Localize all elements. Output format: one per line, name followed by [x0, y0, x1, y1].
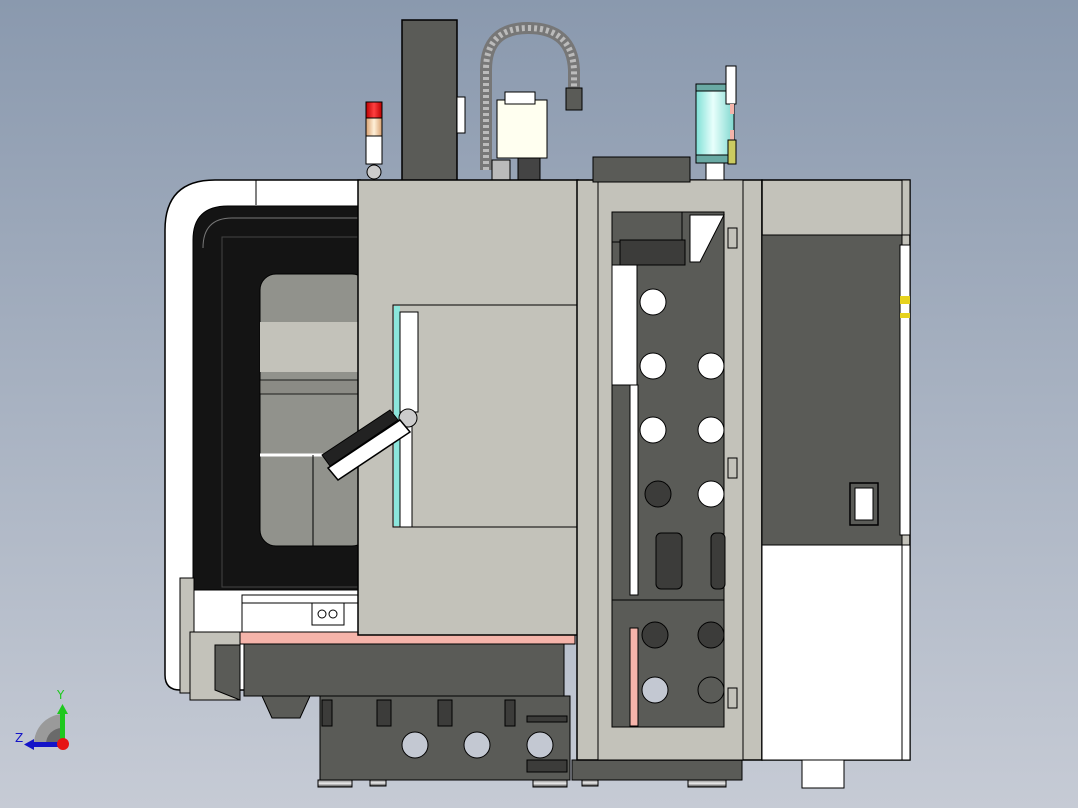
air-cylinder [592, 65, 737, 183]
machine-base [317, 695, 743, 788]
signal-tower [365, 101, 383, 180]
y-axis-label: Y [57, 688, 65, 702]
cabinet-window [854, 487, 874, 521]
indicator-plate [311, 602, 345, 626]
triad-graphic [24, 704, 69, 750]
tool-magazine [576, 179, 763, 761]
viewing-window [259, 273, 369, 547]
y-axis-arrow [60, 712, 65, 744]
spindle-motor [496, 99, 548, 159]
leveling-foot [317, 779, 353, 788]
z-axis-label: Z [15, 731, 24, 745]
coordinate-triad: Y Z [14, 686, 74, 752]
spindle-column [401, 19, 583, 183]
operator-pendant [321, 409, 412, 481]
x-axis-origin [57, 738, 69, 750]
column-cover [392, 304, 579, 528]
electrical-cabinet [761, 179, 911, 789]
z-axis-arrow [32, 742, 62, 747]
